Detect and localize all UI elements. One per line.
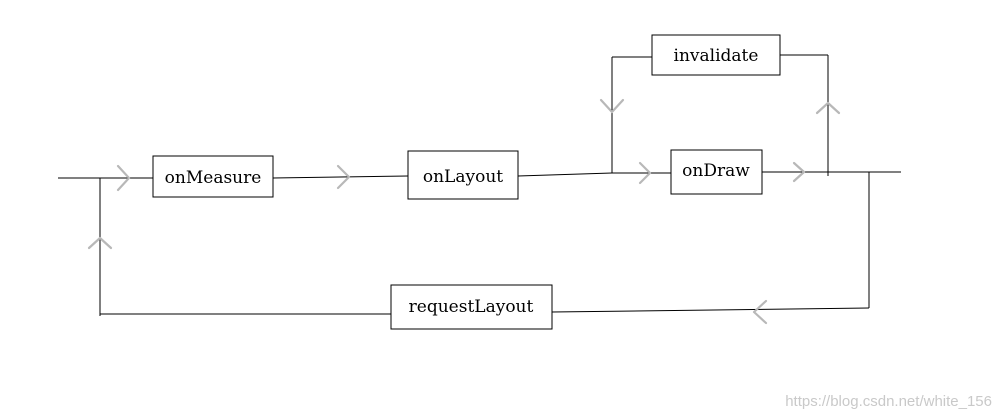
node-label: onMeasure	[165, 168, 262, 188]
node-onmeasure: onMeasure	[152, 155, 274, 198]
node-label: onLayout	[423, 167, 503, 187]
node-label: requestLayout	[409, 297, 534, 317]
arrow-up-icon	[87, 236, 113, 250]
node-requestlayout: requestLayout	[390, 284, 553, 330]
arrow-left-icon	[752, 299, 768, 325]
edge-onlayout-junction	[517, 172, 613, 177]
node-ondraw: onDraw	[670, 149, 763, 195]
connector-lines	[58, 54, 901, 316]
node-onlayout: onLayout	[407, 150, 519, 200]
arrow-right-icon	[116, 164, 131, 192]
arrow-right-icon	[336, 164, 351, 190]
node-invalidate: invalidate	[651, 34, 781, 76]
node-label: invalidate	[674, 46, 759, 66]
edge-onmeasure-onlayout	[272, 175, 409, 179]
arrow-right-icon	[638, 161, 652, 185]
watermark-text: https://blog.csdn.net/white_156	[785, 393, 992, 410]
edge-to-requestlayout	[551, 307, 870, 313]
node-label: onDraw	[682, 161, 750, 181]
arrow-right-icon	[792, 161, 806, 183]
arrow-up-icon	[815, 101, 841, 115]
direction-arrows	[87, 98, 841, 325]
arrow-down-icon	[599, 98, 625, 114]
